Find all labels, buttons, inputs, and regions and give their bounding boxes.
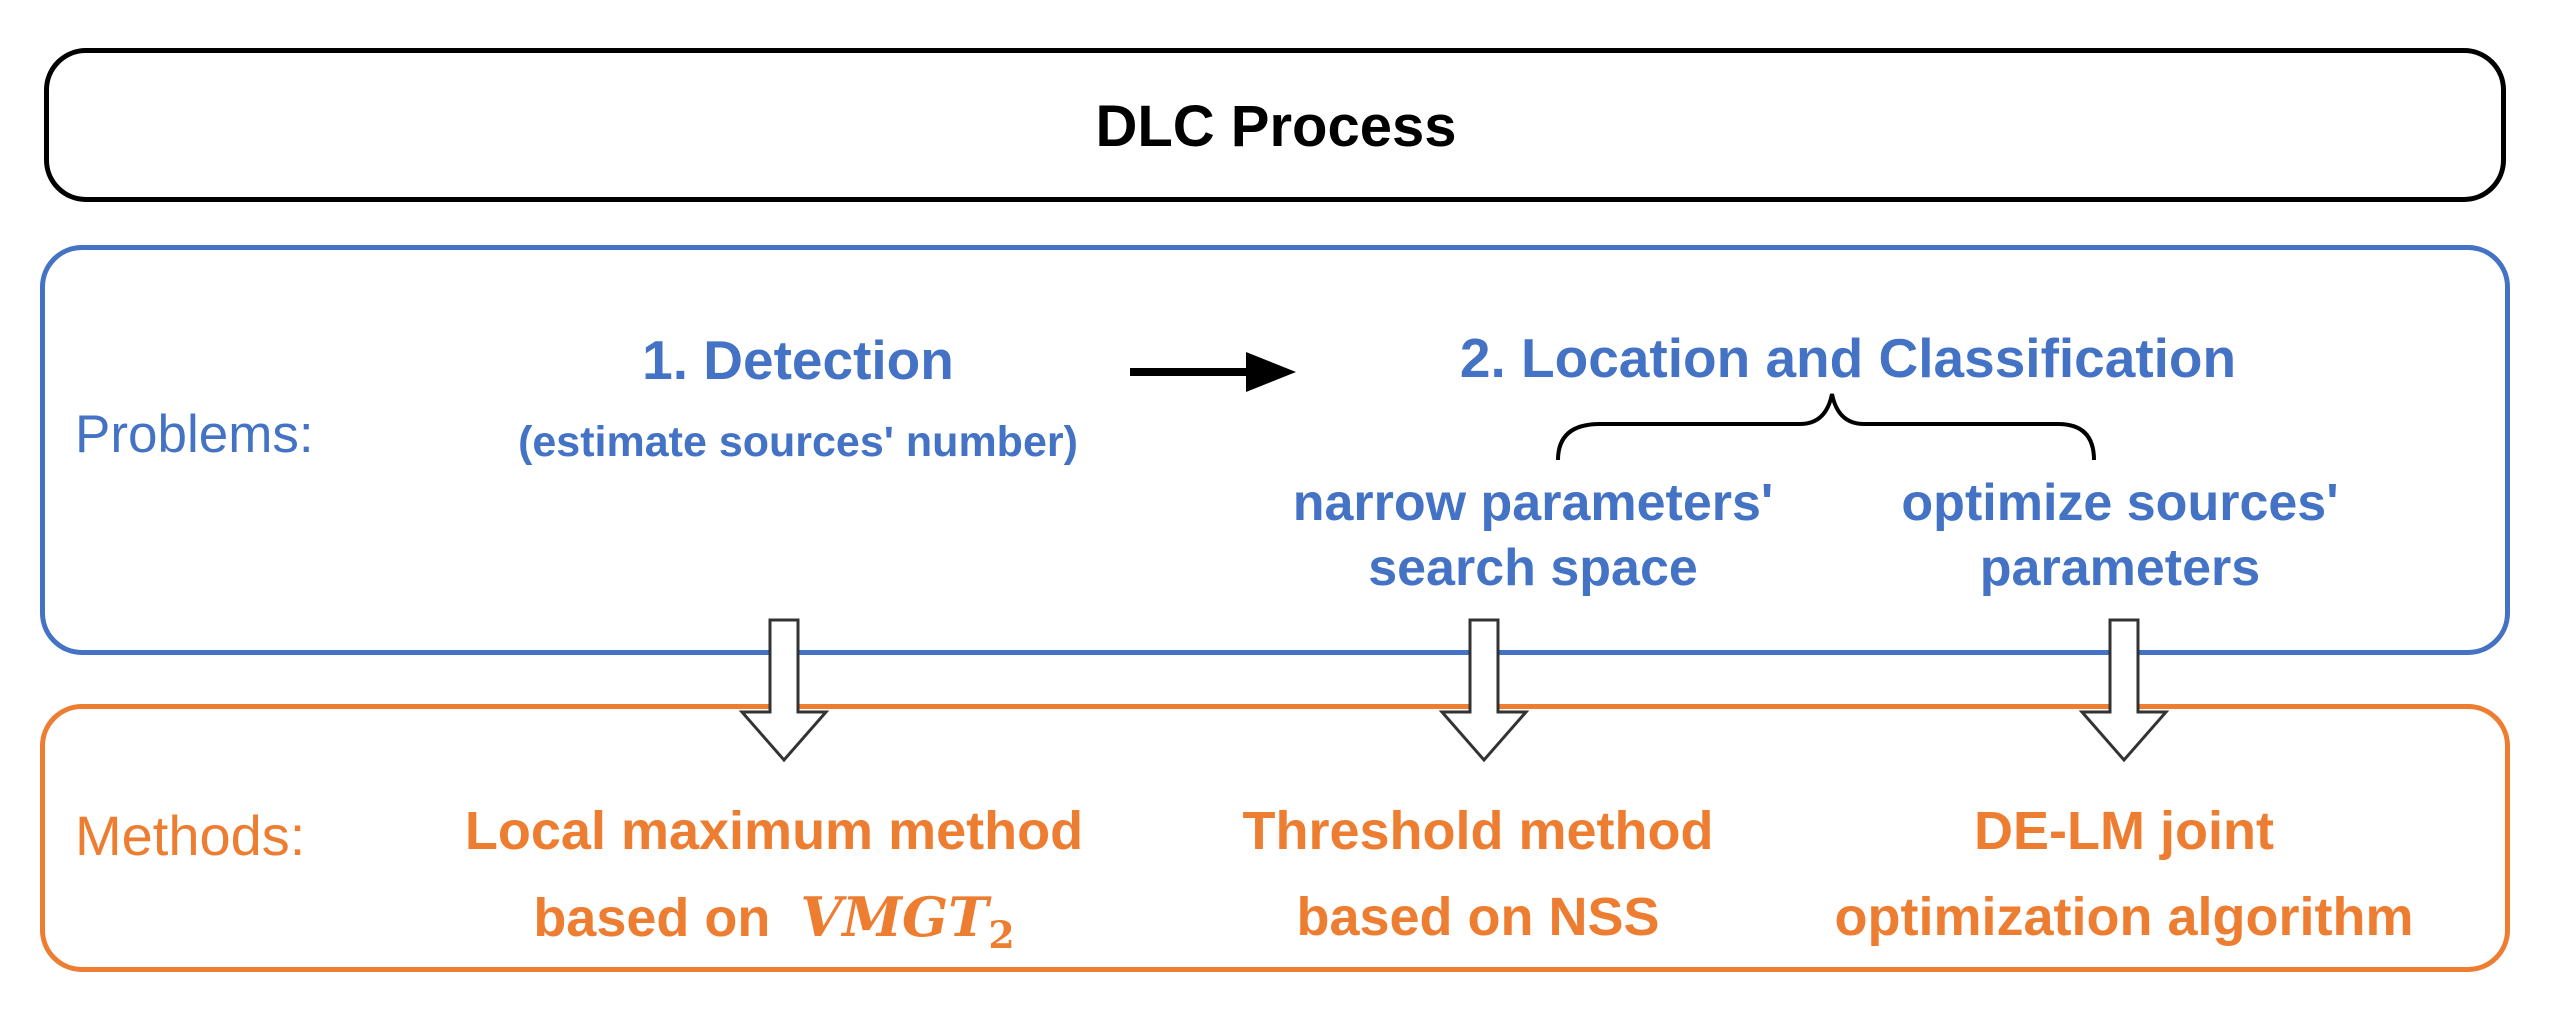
step2-subtask-optimize: optimize sources' parameters: [1901, 471, 2338, 601]
down-arrow-1: [738, 618, 830, 763]
problems-box: [40, 245, 2510, 655]
brace: [1556, 393, 2096, 461]
method-de-lm: DE-LM joint optimization algorithm: [1835, 788, 2414, 961]
method-line: based on NSS: [1296, 887, 1660, 948]
method-line: based on VMGT2: [465, 874, 1083, 965]
step2-subtask-narrow: narrow parameters' search space: [1293, 471, 1774, 601]
subtask-line: parameters: [1979, 539, 2261, 597]
vmgt-math: VMGT2: [800, 885, 1014, 957]
method-threshold: Threshold method based on NSS: [1243, 788, 1714, 961]
step1-title: 1. Detection: [642, 329, 954, 391]
methods-label: Methods:: [75, 804, 306, 867]
subtask-line: search space: [1368, 539, 1698, 597]
method-line-prefix: based on: [533, 888, 771, 949]
arrow-detection-to-location: [1130, 352, 1296, 392]
method-line: Local maximum method: [464, 801, 1084, 861]
method-local-maximum: Local maximum method based on VMGT2: [465, 788, 1083, 966]
method-line: optimization algorithm: [1834, 887, 2414, 948]
vmgt-subscript: 2: [988, 913, 1015, 958]
subtask-line: optimize sources': [1901, 474, 2339, 532]
method-line: DE-LM joint: [1974, 801, 2274, 861]
vmgt-base: VMGT: [800, 885, 989, 950]
problems-label: Problems:: [75, 405, 314, 464]
method-line: Threshold method: [1242, 801, 1714, 861]
title-box: [44, 48, 2506, 202]
diagram-title: DLC Process: [1095, 94, 1457, 159]
step1-subtitle: (estimate sources' number): [518, 418, 1078, 466]
step2-title: 2. Location and Classification: [1459, 327, 2237, 389]
down-arrow-3: [2078, 618, 2170, 763]
down-arrow-2: [1438, 618, 1530, 763]
subtask-line: narrow parameters': [1292, 474, 1774, 532]
methods-box: [40, 704, 2510, 972]
